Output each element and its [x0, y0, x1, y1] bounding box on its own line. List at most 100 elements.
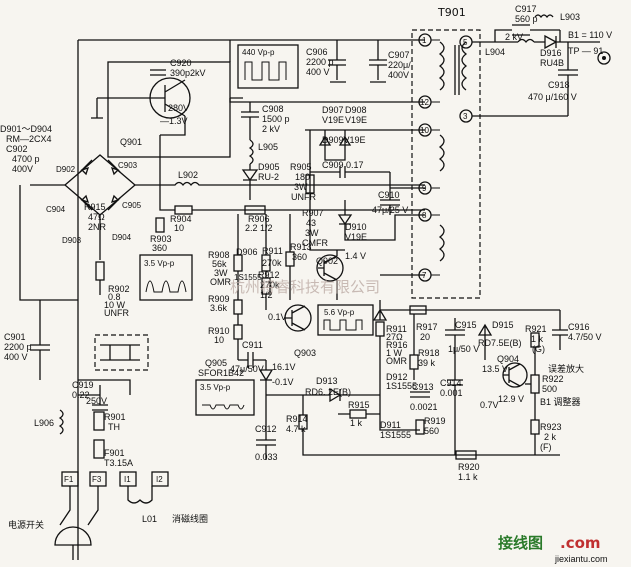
svg-text:D913: D913 [316, 376, 338, 386]
t901-aux-winding [438, 134, 445, 172]
svg-text:OMR: OMR [386, 356, 407, 366]
svg-text:360: 360 [292, 252, 307, 262]
r908-resistor [233, 254, 243, 272]
q902-transistor [316, 254, 344, 282]
svg-text:4700 p: 4700 p [12, 154, 40, 164]
c907-capacitor [369, 40, 387, 80]
svg-text:D915: D915 [492, 320, 514, 330]
svg-text:R902: R902 [108, 284, 130, 294]
svg-text:R911: R911 [262, 246, 283, 256]
svg-text:R920: R920 [458, 462, 480, 472]
svg-text:C902: C902 [6, 144, 28, 154]
svg-text:R916: R916 [386, 340, 408, 350]
t901-secondary-winding [461, 41, 468, 91]
r909-resistor [233, 299, 243, 315]
svg-text:1: 1 [422, 36, 427, 45]
svg-text:56k: 56k [212, 259, 227, 269]
svg-text:C918: C918 [548, 80, 570, 90]
svg-text:F1: F1 [64, 475, 74, 484]
svg-text:I2: I2 [156, 475, 163, 484]
svg-text:V19E: V19E [345, 115, 367, 125]
svg-text:3: 3 [463, 112, 468, 121]
svg-text:D906: D906 [236, 247, 258, 257]
r919-resistor [415, 419, 425, 435]
svg-text:L903: L903 [560, 12, 580, 22]
svg-text:消磁线圈: 消磁线圈 [172, 513, 208, 524]
svg-text:270k: 270k [260, 280, 280, 290]
svg-text:1500 p: 1500 p [262, 114, 290, 124]
svg-text:0.7V: 0.7V [480, 400, 499, 410]
power-plug [54, 526, 92, 560]
svg-text:1S1555: 1S1555 [380, 430, 411, 440]
svg-text:4.7/50 V: 4.7/50 V [568, 332, 602, 342]
svg-text:RD7.5E(B): RD7.5E(B) [478, 338, 522, 348]
svg-text:Q902: Q902 [316, 256, 338, 266]
svg-text:D909V19E: D909V19E [322, 135, 366, 145]
svg-text:560 p: 560 p [515, 14, 538, 24]
svg-text:C908: C908 [262, 104, 284, 114]
svg-text:TP — 91: TP — 91 [568, 46, 603, 56]
svg-text:12.9 V: 12.9 V [498, 394, 524, 404]
svg-text:电源开关: 电源开关 [8, 519, 44, 530]
svg-text:0.033: 0.033 [255, 452, 278, 462]
svg-text:390p2kV: 390p2kV [170, 68, 206, 78]
svg-text:I1: I1 [124, 475, 131, 484]
svg-text:RD6. 2E(B): RD6. 2E(B) [305, 387, 351, 397]
q901-label: Q901 [120, 137, 142, 147]
r911b-resistor [375, 321, 385, 337]
d905-diode [241, 164, 259, 200]
svg-text:C905: C905 [122, 201, 142, 210]
svg-text:3.6k: 3.6k [210, 303, 228, 313]
svg-text:250V: 250V [86, 396, 107, 406]
svg-text:1S1555: 1S1555 [234, 273, 262, 282]
svg-text:1μ/50 V: 1μ/50 V [448, 344, 479, 354]
waveform-35a [139, 254, 193, 301]
pin-leads [431, 39, 440, 276]
svg-text:R915: R915 [84, 202, 106, 212]
r904-resistor [174, 205, 193, 215]
svg-text:D907: D907 [322, 105, 344, 115]
svg-text:R921: R921 [525, 324, 547, 334]
svg-text:13.5 V: 13.5 V [482, 364, 508, 374]
svg-text:1.1 k: 1.1 k [458, 472, 478, 482]
svg-text:1 k: 1 k [350, 418, 363, 428]
d907-d908-diodes [305, 129, 425, 146]
waveform-440 [237, 44, 299, 89]
svg-text:-0.1V: -0.1V [272, 377, 294, 387]
svg-text:20: 20 [420, 332, 430, 342]
c916-capacitor [552, 310, 568, 350]
c912-capacitor [256, 439, 276, 460]
svg-text:400V: 400V [12, 164, 33, 174]
l904-inductor [517, 38, 535, 44]
svg-text:C915: C915 [455, 320, 477, 330]
r917-resistor [409, 305, 427, 315]
c911-capacitor [238, 352, 266, 368]
svg-text:C903: C903 [118, 161, 138, 170]
svg-text:B1 调整器: B1 调整器 [540, 396, 581, 407]
svg-text:47Ω: 47Ω [88, 212, 105, 222]
svg-text:Q903: Q903 [294, 348, 316, 358]
svg-text:500: 500 [542, 384, 557, 394]
c906-label: C906 [306, 47, 328, 57]
svg-text:R906: R906 [248, 214, 270, 224]
svg-text:D916: D916 [540, 48, 562, 58]
c919-capacitor [92, 385, 108, 411]
svg-text:400 V: 400 V [4, 352, 28, 362]
svg-text:D912: D912 [386, 372, 408, 382]
svg-text:3.5 Vp-p: 3.5 Vp-p [144, 259, 175, 268]
svg-text:F901: F901 [104, 448, 125, 458]
f901-fuse [93, 439, 105, 459]
svg-text:T3.15A: T3.15A [104, 458, 133, 468]
r918-resistor [409, 354, 419, 370]
c906-capacitor [328, 40, 346, 80]
svg-text:2200 p: 2200 p [306, 57, 334, 67]
r901-thermistor [93, 411, 105, 431]
svg-text:4.7 k: 4.7 k [286, 424, 306, 434]
svg-text:F3: F3 [92, 475, 102, 484]
svg-text:D902: D902 [56, 165, 76, 174]
waveform-35b [195, 379, 255, 416]
svg-text:(G): (G) [532, 344, 545, 354]
svg-text:R919: R919 [424, 416, 446, 426]
svg-text:0.22: 0.22 [72, 390, 90, 400]
